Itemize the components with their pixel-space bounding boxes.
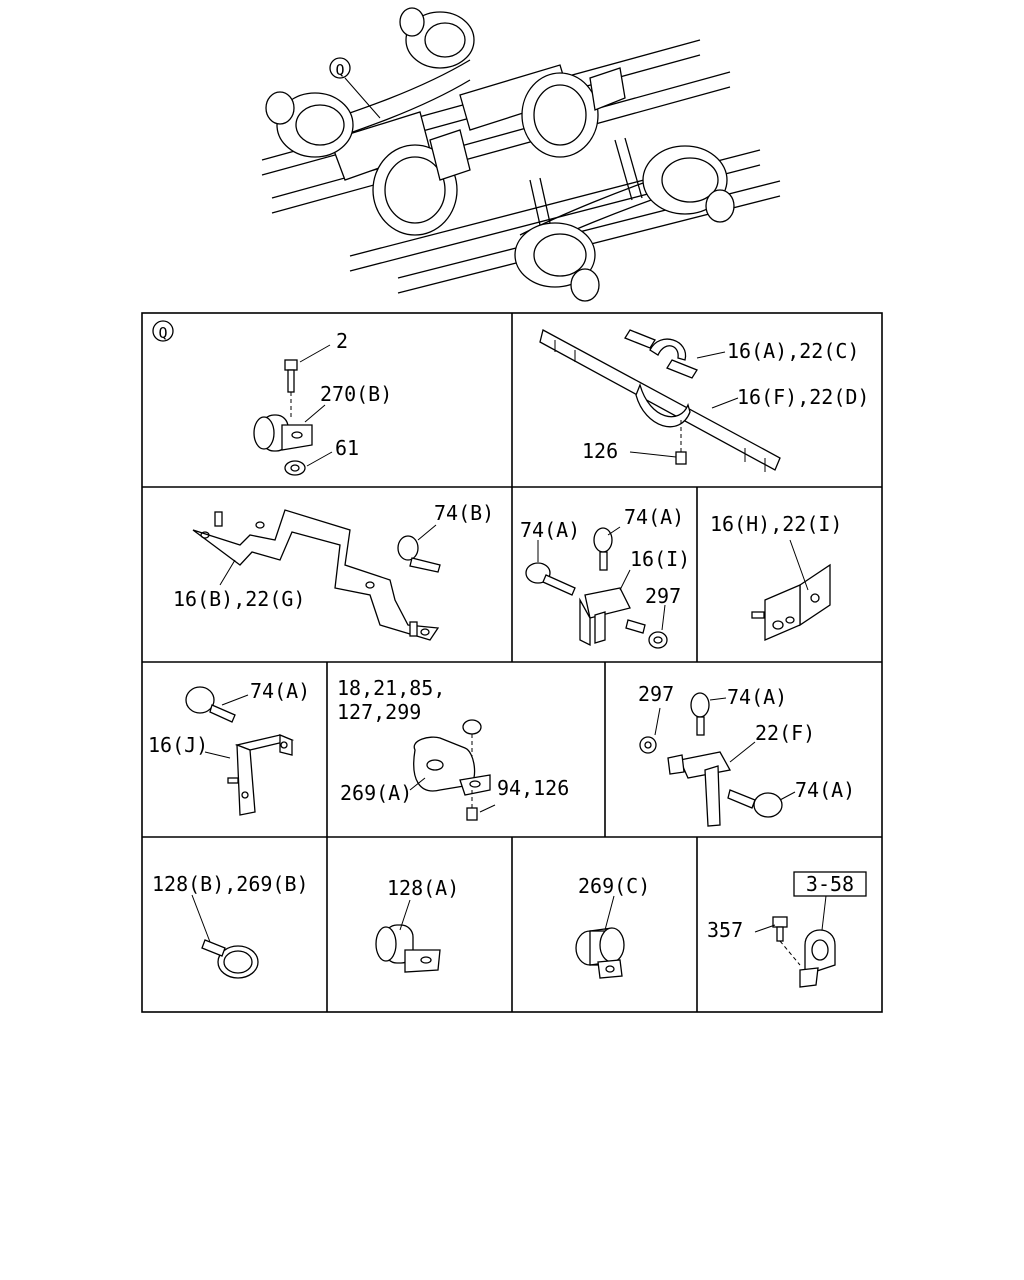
nut-icon [284, 460, 306, 476]
clip-74b-icon [397, 535, 419, 561]
cell-frame-bracket: 16(A),22(C) 16(F),22(D) 126 [539, 329, 869, 472]
label-2: 2 [336, 329, 348, 353]
callout-q-label: Q [335, 61, 344, 79]
angle-bracket-16h-icon [799, 563, 831, 627]
label-74a-top: 74(A) [727, 685, 787, 709]
label-16j: 16(J) [148, 733, 208, 757]
label-357: 357 [707, 918, 743, 942]
hat-bracket-icon [192, 509, 440, 641]
cell-bracket-22f: 297 74(A) 22(F) 74(A) [638, 682, 855, 827]
cell-clamp-128a: 128(A) [375, 876, 459, 973]
band-clip-right-icon [753, 792, 783, 818]
bolt-357-icon [772, 916, 788, 928]
label-16i: 16(I) [630, 547, 690, 571]
detail-grid [141, 312, 883, 1013]
band-clip-left-icon [525, 562, 551, 584]
long-bracket-icon [539, 329, 781, 471]
label-128a: 128(A) [387, 876, 459, 900]
label-297: 297 [638, 682, 674, 706]
wheel-hub-rear-left [265, 91, 354, 158]
ref-3-58: 3-58 [806, 872, 854, 896]
bolt-icon [284, 359, 298, 371]
cell-hat-bracket: 74(B) 16(B),22(G) [173, 501, 494, 641]
callout-q-marker [329, 57, 351, 79]
p-clip-icon [804, 929, 836, 976]
nut-297-icon [648, 631, 668, 649]
bracket-16i-icon [584, 587, 631, 619]
bolt-icon [466, 807, 478, 821]
band-clip-top-icon [690, 692, 710, 718]
label-74a-top: 74(A) [624, 505, 684, 529]
label-74a: 74(A) [250, 679, 310, 703]
axle-assembly-illustration: Q [261, 7, 781, 302]
cell-q-marker-label: Q [158, 324, 167, 342]
label-16h-22i: 16(H),22(I) [710, 512, 842, 536]
cell-band-clip-128b: 128(B),269(B) [152, 872, 309, 979]
label-16b-22g: 16(B),22(G) [173, 587, 305, 611]
nut-297-icon [639, 736, 657, 754]
label-126: 126 [582, 439, 618, 463]
label-297: 297 [645, 584, 681, 608]
label-269c: 269(C) [578, 874, 650, 898]
cell-rubber-mount-269a: 18,21,85, 127,299 269(A) 94,126 [337, 676, 569, 821]
label-270b: 270(B) [320, 382, 392, 406]
cell-clip-bracket-16i: 74(A) 74(A) 16(I) 297 [520, 505, 690, 649]
saddle-clamp-icon [649, 338, 687, 361]
label-269a: 269(A) [340, 781, 412, 805]
cell-q: Q 2 270(B) 61 [152, 320, 392, 476]
bolt-126-icon [675, 451, 687, 465]
label-18-21-85: 18,21,85, [337, 676, 445, 700]
label-128b-269b: 128(B),269(B) [152, 872, 309, 896]
label-74b: 74(B) [434, 501, 494, 525]
wheel-hub-front-left [514, 222, 600, 302]
wheel-hub-front-right [642, 145, 735, 223]
band-clip-74a-icon [185, 686, 215, 714]
cell-clamp-269c: 269(C) [575, 874, 650, 979]
wheel-hub-rear-right [399, 7, 475, 69]
label-94-126: 94,126 [497, 776, 569, 800]
label-74a-left: 74(A) [520, 518, 580, 542]
label-22f: 22(F) [755, 721, 815, 745]
label-61: 61 [335, 436, 359, 460]
label-74a-right: 74(A) [795, 778, 855, 802]
label-16f-22d: 16(F),22(D) [737, 385, 869, 409]
band-clip-top-icon [593, 527, 613, 553]
label-127-299: 127,299 [337, 700, 421, 724]
cell-bracket-16h: 16(H),22(I) [710, 512, 842, 641]
cell-bracket-16j: 74(A) 16(J) [148, 679, 310, 816]
label-16a-22c: 16(A),22(C) [727, 339, 859, 363]
ref-box [793, 871, 867, 897]
nut-icon [462, 719, 482, 735]
cell-bolt-357: 3-58 357 [707, 871, 867, 988]
cell-q-marker [152, 320, 174, 342]
